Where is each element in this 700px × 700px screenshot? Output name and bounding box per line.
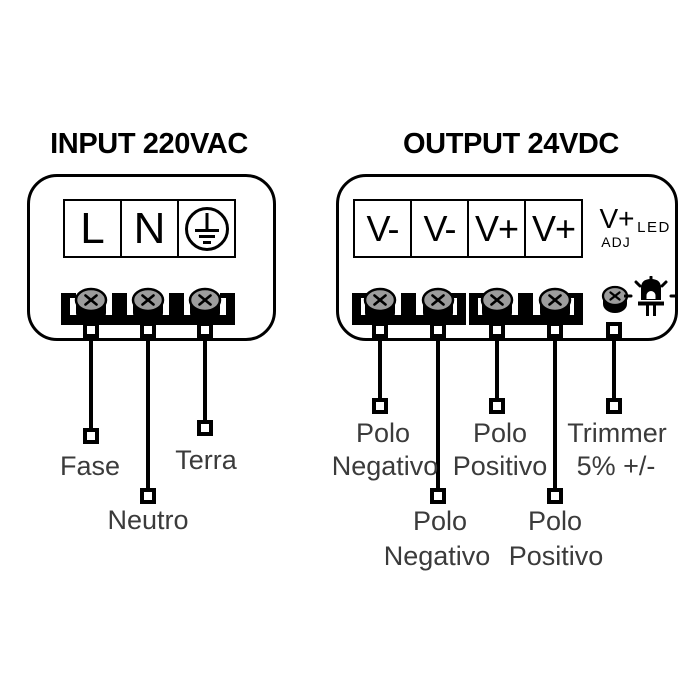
strip-bar	[352, 315, 466, 325]
wire-label-line2: Negativo	[383, 541, 491, 571]
screw-terminal-icon	[131, 287, 165, 324]
strip-wall	[226, 293, 235, 315]
terminal-cell-vplus: V+	[524, 199, 583, 258]
wire-end-connector	[140, 488, 156, 504]
wire-connector-square	[606, 322, 622, 338]
wire-label-line2: Negativo	[331, 451, 439, 481]
terminal-cell-line: L	[63, 199, 122, 258]
terminal-label: L	[80, 203, 105, 253]
wire-terra	[203, 336, 207, 426]
adj-sub-label: ADJ	[601, 234, 631, 250]
strip-divider	[518, 293, 533, 315]
strip-lip	[568, 293, 574, 298]
wire-label-line1: Polo	[355, 418, 411, 448]
led-text-label: LED	[637, 219, 671, 236]
strip-wall	[61, 293, 70, 315]
wire-trimmer	[612, 336, 616, 404]
strip-wall	[469, 293, 478, 315]
wire-connector-square	[140, 322, 156, 338]
wire-end-connector	[606, 398, 622, 414]
terminal-cell-ground	[177, 199, 236, 258]
wire-end-connector	[547, 488, 563, 504]
wire-polo-positivo-1	[495, 336, 499, 404]
strip-divider	[112, 293, 127, 315]
terminal-label: V+	[474, 207, 519, 249]
strip-wall	[352, 293, 361, 315]
vplus-adj-label: V+	[599, 203, 635, 234]
terminal-label: V+	[531, 207, 576, 249]
output-title: OUTPUT 24VDC	[403, 128, 619, 160]
strip-divider	[169, 293, 184, 315]
terminal-label: V-	[366, 207, 399, 249]
wire-end-connector	[83, 428, 99, 444]
wire-connector-square	[430, 322, 446, 338]
wire-polo-negativo-2	[436, 336, 440, 494]
wire-connector-square	[489, 322, 505, 338]
wire-label-terra: Terra	[175, 445, 237, 475]
wire-polo-negativo-1	[378, 336, 382, 404]
wire-end-connector	[197, 420, 213, 436]
wire-polo-positivo-2	[553, 336, 557, 494]
wire-label-line1: Polo	[472, 418, 528, 448]
wire-connector-square	[372, 322, 388, 338]
screw-terminal-icon	[74, 287, 108, 324]
strip-wall	[574, 293, 583, 315]
wire-label-line1: Polo	[527, 506, 583, 536]
wire-label-line1: Polo	[412, 506, 468, 536]
wire-end-connector	[430, 488, 446, 504]
strip-wall	[457, 293, 466, 315]
screw-terminal-icon	[421, 287, 455, 324]
wire-neutro	[146, 336, 150, 494]
strip-lip	[451, 293, 457, 298]
wire-connector-square	[547, 322, 563, 338]
ground-icon	[184, 206, 229, 251]
screw-terminal-icon	[538, 287, 572, 324]
terminal-cell-neutral: N	[120, 199, 179, 258]
wire-label-neutro: Neutro	[107, 505, 189, 535]
screw-terminal-icon	[363, 287, 397, 324]
led-icon	[624, 276, 678, 316]
strip-lip	[478, 293, 484, 298]
wire-fase	[89, 336, 93, 434]
wire-label-line2: 5% +/-	[576, 451, 656, 481]
wire-label-line2: Positivo	[508, 541, 604, 571]
terminal-cell-vplus: V+	[467, 199, 526, 258]
terminal-label: V-	[423, 207, 456, 249]
wire-connector-square	[197, 322, 213, 338]
strip-lip	[220, 293, 226, 298]
wire-label-fase: Fase	[59, 451, 121, 481]
wire-end-connector	[489, 398, 505, 414]
strip-lip	[361, 293, 367, 298]
strip-bar	[469, 315, 583, 325]
terminal-cell-vminus: V-	[353, 199, 412, 258]
input-title: INPUT 220VAC	[50, 128, 248, 160]
wire-label-line2: Positivo	[452, 451, 548, 481]
wire-connector-square	[83, 322, 99, 338]
strip-lip	[70, 293, 76, 298]
output-terminal-labels: V- V- V+ V+	[353, 199, 583, 258]
terminal-cell-vminus: V-	[410, 199, 469, 258]
input-terminal-labels: L N	[63, 199, 236, 258]
wire-label-line1: Trimmer	[567, 418, 667, 448]
wire-end-connector	[372, 398, 388, 414]
strip-divider	[401, 293, 416, 315]
screw-terminal-icon	[188, 287, 222, 324]
terminal-label: N	[133, 203, 166, 253]
screw-terminal-icon	[480, 287, 514, 324]
